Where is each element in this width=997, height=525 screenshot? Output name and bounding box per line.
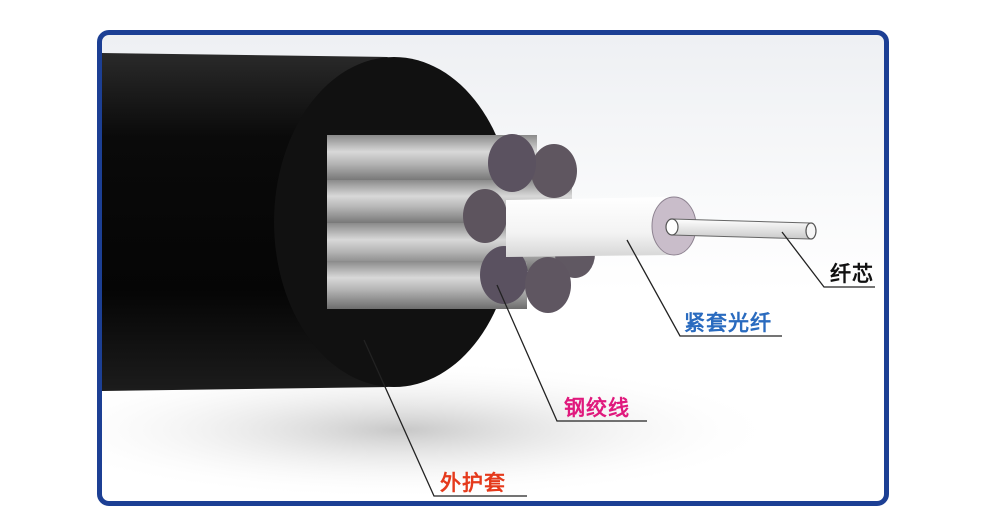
- fiber-core-base: [665, 218, 679, 236]
- cable-shadow: [102, 360, 782, 500]
- diagram-frame: 纤芯 紧套光纤 钢绞线 外护套: [97, 30, 889, 506]
- steel-strand-end: [480, 246, 528, 304]
- tight-buffer-body: [506, 197, 695, 257]
- fiber-core-body: [671, 218, 816, 240]
- leader-line-outer-sheath: [363, 339, 527, 497]
- steel-strand-end: [463, 189, 507, 243]
- leader-line-steel-strand: [496, 284, 647, 422]
- label-fiber-core: 纤芯: [830, 261, 874, 286]
- label-outer-sheath: 外护套: [440, 470, 506, 495]
- label-steel-strand: 钢绞线: [564, 395, 630, 420]
- label-tight-buffer-fiber: 紧套光纤: [684, 310, 772, 335]
- steel-strand-end: [488, 134, 536, 192]
- cable-cross-section-illustration: [102, 53, 875, 500]
- steel-strand-end: [531, 144, 577, 198]
- leader-line-tight-buffer: [626, 239, 782, 337]
- fiber-core-tip: [805, 222, 817, 240]
- leader-line-fiber-core: [781, 231, 875, 288]
- steel-strand-end: [525, 257, 571, 313]
